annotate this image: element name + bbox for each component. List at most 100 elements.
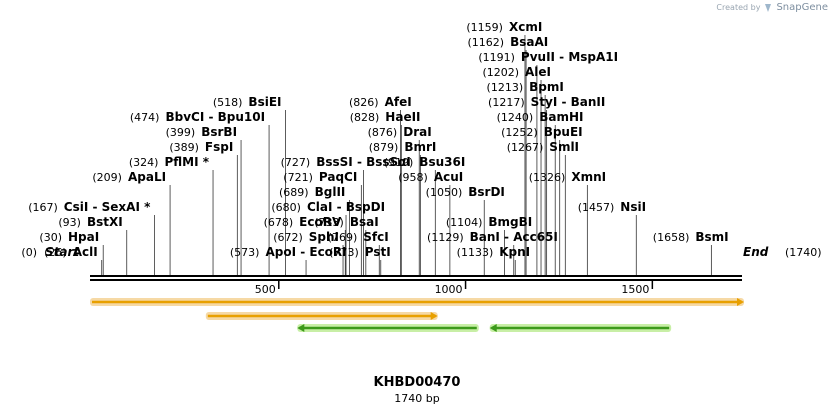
- site-name[interactable]: KpnI: [499, 245, 530, 259]
- site-position: (826): [349, 96, 379, 109]
- feature-arrow-1[interactable]: [90, 298, 744, 306]
- site-name[interactable]: BsmI: [695, 230, 728, 244]
- site-name[interactable]: HaeII: [385, 110, 420, 124]
- site-name[interactable]: BsrDI: [468, 185, 505, 199]
- site-position: (769): [328, 231, 358, 244]
- site-position: (1129): [427, 231, 464, 244]
- site-name[interactable]: BssSI - BssSαI: [316, 155, 411, 169]
- site-name[interactable]: BstXI: [87, 215, 123, 229]
- site-name[interactable]: XmnI: [571, 170, 606, 184]
- plasmid-name: KHBD00470: [373, 375, 461, 390]
- site-name[interactable]: BmrI: [404, 140, 436, 154]
- site-position: (879): [369, 141, 399, 154]
- feature-arrow-3[interactable]: [297, 324, 479, 332]
- site-name[interactable]: ApaLI: [128, 170, 166, 184]
- site-position: (389): [169, 141, 199, 154]
- site-name[interactable]: Bsu36I: [419, 155, 465, 169]
- backbone-gap: [90, 277, 742, 279]
- start-label: Start: [45, 245, 80, 259]
- site-name[interactable]: BbvCI - Bpu10I: [165, 110, 265, 124]
- site-name[interactable]: PvuII - MspA1I: [521, 50, 618, 64]
- site-position: (1326): [529, 171, 566, 184]
- site-name[interactable]: PflMI *: [164, 155, 209, 169]
- site-name[interactable]: AleI: [525, 65, 551, 79]
- site-name[interactable]: BpuEI: [544, 125, 583, 139]
- feature-arrowhead: [430, 312, 438, 320]
- site-position: (1213): [487, 81, 524, 94]
- site-name[interactable]: CsiI - SexAI *: [64, 200, 151, 214]
- bp-ruler: 500 1000 1500: [255, 281, 654, 296]
- site-position: (1104): [446, 216, 483, 229]
- site-labels: (0) Start End (1740) (26)AclI(30)HpaI(93…: [21, 20, 821, 259]
- site-position: (1217): [488, 96, 525, 109]
- site-name[interactable]: PstI: [365, 245, 391, 259]
- site-name[interactable]: BanI - Acc65I: [470, 230, 558, 244]
- site-name[interactable]: BsrBI: [201, 125, 237, 139]
- site-position: (1267): [507, 141, 544, 154]
- dna-backbone: [90, 275, 742, 281]
- snapgene-credit: Created by SnapGene: [716, 2, 828, 13]
- site-position: (1133): [457, 246, 494, 259]
- site-position: (474): [130, 111, 160, 124]
- site-position: (876): [368, 126, 398, 139]
- site-position: (727): [281, 156, 311, 169]
- site-position: (1252): [501, 126, 538, 139]
- site-position: (919): [384, 156, 414, 169]
- site-name[interactable]: SmlI: [549, 140, 579, 154]
- site-position: (680): [271, 201, 301, 214]
- feature-arrow-2[interactable]: [205, 312, 438, 320]
- site-name[interactable]: SfcI: [363, 230, 388, 244]
- site-position: (733): [314, 216, 344, 229]
- site-name[interactable]: ApoI - EcoRI: [265, 245, 346, 259]
- ruler-tick-label: 1000: [435, 283, 463, 296]
- site-name[interactable]: XcmI: [509, 20, 542, 34]
- start-position-label: (0): [21, 246, 37, 259]
- site-position: (689): [279, 186, 309, 199]
- site-position: (721): [283, 171, 313, 184]
- ruler-tick-label: 500: [255, 283, 276, 296]
- site-position: (518): [213, 96, 243, 109]
- site-name[interactable]: StyI - BanII: [531, 95, 606, 109]
- site-leader-lines: [101, 35, 712, 275]
- credit-prefix: Created by: [716, 3, 761, 12]
- site-position: (773): [329, 246, 359, 259]
- site-position: (1202): [482, 66, 519, 79]
- site-position: (1162): [468, 36, 505, 49]
- feature-arrow-4[interactable]: [489, 324, 672, 332]
- site-name[interactable]: NsiI: [620, 200, 646, 214]
- site-position: (93): [58, 216, 81, 229]
- plasmid-length: 1740 bp: [394, 392, 440, 405]
- site-name[interactable]: BamHI: [539, 110, 583, 124]
- site-position: (1240): [497, 111, 534, 124]
- feature-arrows: [90, 298, 744, 332]
- feature-arrowhead: [297, 324, 305, 332]
- site-name[interactable]: BmgBI: [488, 215, 532, 229]
- site-name[interactable]: ClaI - BspDI: [307, 200, 385, 214]
- site-name[interactable]: AclI: [73, 245, 98, 259]
- site-name[interactable]: BsiEI: [248, 95, 281, 109]
- site-position: (678): [264, 216, 294, 229]
- site-position: (958): [398, 171, 428, 184]
- site-name[interactable]: BsaI: [350, 215, 379, 229]
- site-position: (167): [28, 201, 58, 214]
- site-name[interactable]: EcoRV: [299, 215, 342, 229]
- site-name[interactable]: AfeI: [385, 95, 412, 109]
- site-name[interactable]: PaqCI: [319, 170, 357, 184]
- end-position-label: (1740): [785, 246, 822, 259]
- site-name[interactable]: BsaAI: [510, 35, 548, 49]
- feature-arrowhead: [489, 324, 497, 332]
- site-name[interactable]: BglII: [315, 185, 346, 199]
- site-name[interactable]: HpaI: [68, 230, 99, 244]
- ruler-tick-label: 1500: [621, 283, 649, 296]
- site-name[interactable]: AcuI: [434, 170, 463, 184]
- site-position: (324): [129, 156, 159, 169]
- credit-brand: SnapGene: [776, 2, 828, 13]
- site-name[interactable]: SphI: [309, 230, 339, 244]
- site-name[interactable]: FspI: [205, 140, 233, 154]
- site-name[interactable]: DraI: [403, 125, 431, 139]
- site-position: (672): [273, 231, 303, 244]
- site-position: (1159): [466, 21, 503, 34]
- site-name[interactable]: BpmI: [529, 80, 564, 94]
- snapgene-logo-icon: [765, 3, 772, 12]
